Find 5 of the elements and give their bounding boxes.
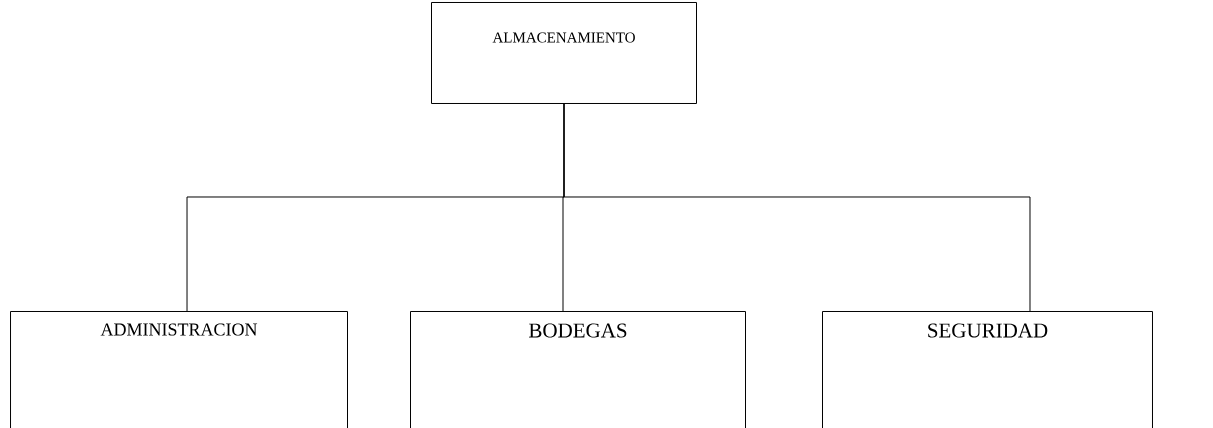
org-box: ADMINISTRACION — [10, 311, 348, 428]
org-box: BODEGAS — [410, 311, 746, 428]
connector-line — [563, 103, 1031, 312]
org-box: ALMACENAMIENTO — [431, 2, 697, 104]
org-box: SEGURIDAD — [822, 311, 1153, 428]
